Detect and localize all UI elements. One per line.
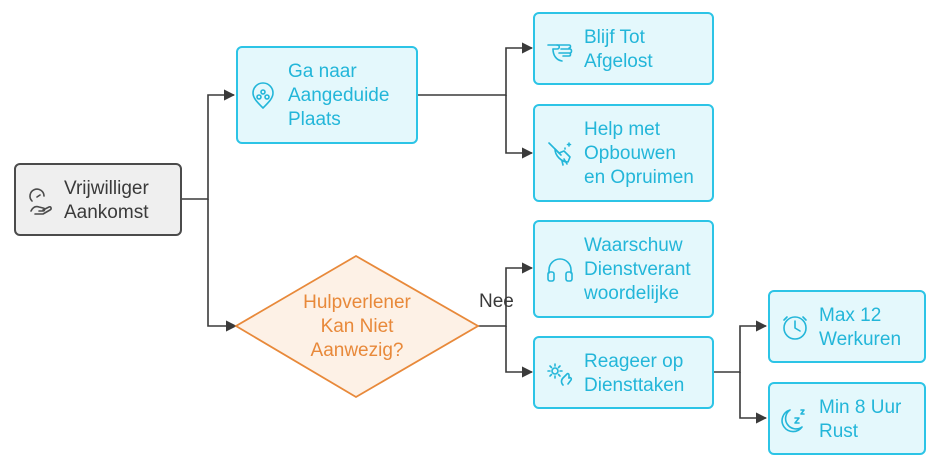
broom-icon	[545, 139, 575, 169]
node-volunteer-arrival: Vrijwilliger Aankomst	[14, 163, 182, 236]
gear-hand-icon	[545, 359, 575, 389]
node-warn-responsible: Waarschuw Dienstverant woordelijke	[533, 220, 714, 318]
map-pin-icon	[248, 81, 278, 111]
node-stay-until-relieved-label: Blijf Tot Afgelost	[584, 27, 653, 72]
node-min-rest: Min 8 Uur Rust	[768, 382, 926, 455]
node-max-work-hours: Max 12 Werkuren	[768, 290, 926, 363]
headphones-icon	[545, 255, 575, 285]
node-go-to-place-label: Ga naar Aangeduide Plaats	[288, 61, 390, 130]
node-go-to-place: Ga naar Aangeduide Plaats	[236, 46, 418, 144]
node-respond-duties-label: Reageer op Diensttaken	[584, 351, 685, 396]
node-respond-duties: Reageer op Diensttaken	[533, 336, 714, 409]
edge-start-trunk	[181, 89, 236, 200]
hand-stop-icon	[545, 35, 575, 65]
node-min-rest-label: Min 8 Uur Rust	[819, 397, 902, 442]
node-max-work-hours-label: Max 12 Werkuren	[819, 305, 902, 350]
edge-start-to-decision	[207, 199, 238, 332]
edge-place-to-help	[505, 95, 534, 159]
decision-label: Hulpverlener Kan Niet Aanwezig?	[303, 292, 411, 361]
edge-respond-to-rest	[739, 372, 768, 424]
edge-label-no: Nee	[479, 291, 514, 312]
decision-diamond	[234, 254, 480, 399]
edge-respond-to-hours	[714, 320, 768, 373]
node-help-setup-cleanup: Help met Opbouwen en Opruimen	[533, 104, 714, 202]
clock-icon	[780, 313, 810, 343]
edge-place-to-stay	[417, 42, 534, 96]
node-warn-responsible-label: Waarschuw Dienstverant woordelijke	[584, 235, 691, 304]
edge-decision-to-warn	[478, 262, 534, 327]
volunteer-hand-heart-icon	[26, 186, 56, 216]
node-stay-until-relieved: Blijf Tot Afgelost	[533, 12, 714, 85]
sleep-moon-icon	[780, 405, 810, 435]
node-help-setup-cleanup-label: Help met Opbouwen en Opruimen	[584, 119, 694, 188]
edge-decision-to-respond	[505, 326, 534, 378]
node-volunteer-arrival-label: Vrijwilliger Aankomst	[64, 178, 149, 223]
